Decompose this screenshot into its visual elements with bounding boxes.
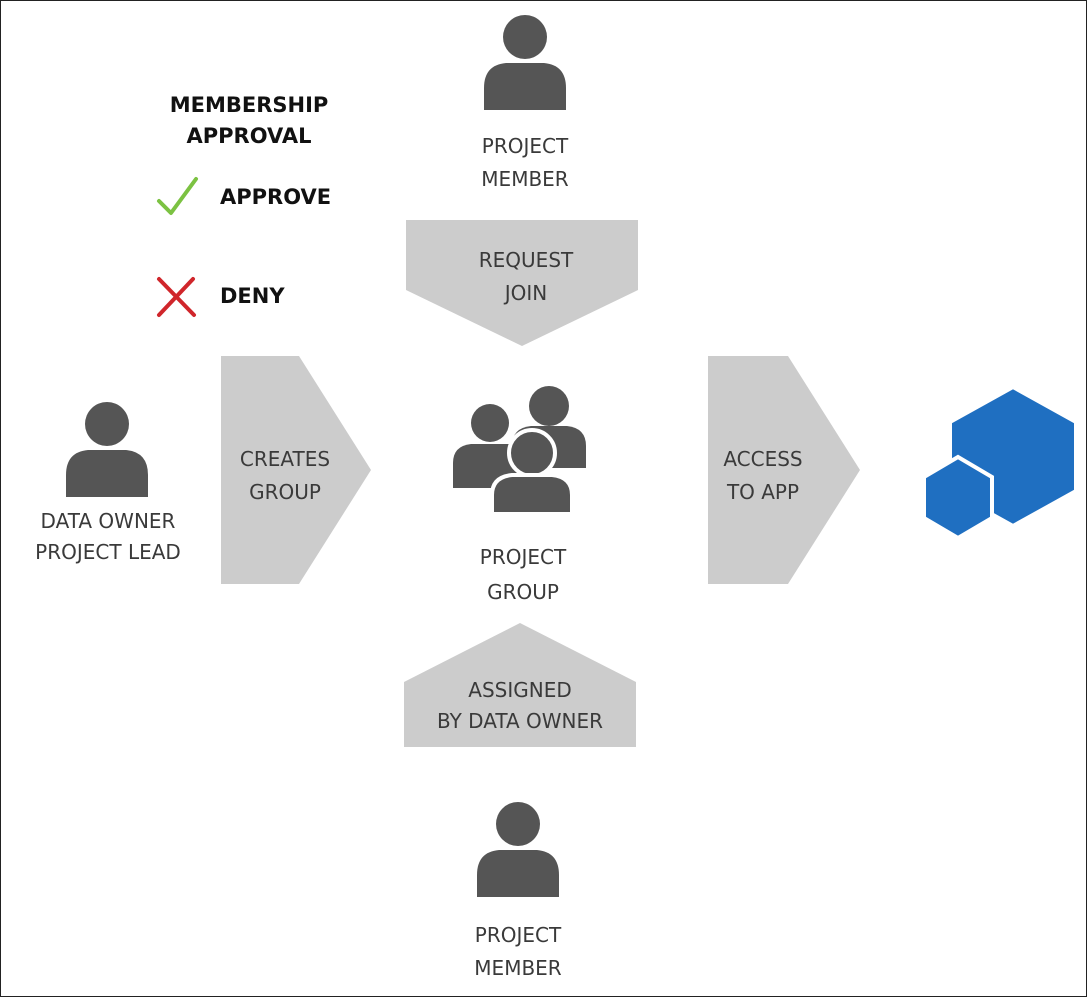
bottom-member-label-line1: PROJECT [475,923,562,947]
group-label-line2: GROUP [487,580,559,604]
top-member-label-line2: MEMBER [481,167,569,191]
top-project-member: PROJECT MEMBER [481,15,569,191]
approve-label: APPROVE [220,185,331,209]
top-member-label-line1: PROJECT [482,134,569,158]
creates-group-label-line1: CREATES [240,447,330,471]
request-join-label-line1: REQUEST [479,248,574,272]
check-icon [157,177,198,215]
assigned-by-data-owner-arrow: ASSIGNED BY DATA OWNER [404,623,636,747]
right-arrow-shape [221,356,371,584]
right-arrow-shape [708,356,860,584]
lead-label-line2: PROJECT LEAD [35,540,181,564]
cross-icon [157,277,196,317]
people-group-icon [453,386,586,516]
access-label-line1: ACCESS [723,447,802,471]
access-to-app-arrow: ACCESS TO APP [708,356,860,584]
up-arrow-shape [404,623,636,747]
person-icon [484,15,566,110]
person-icon [477,802,559,897]
creates-group-label-line2: GROUP [249,480,321,504]
request-join-label-line2: JOIN [503,281,548,305]
project-group: PROJECT GROUP [453,386,586,604]
bottom-member-label-line2: MEMBER [474,956,562,980]
deny-label: DENY [220,284,285,308]
legend-title-line1: MEMBERSHIP [170,93,329,117]
lead-label-line1: DATA OWNER [41,509,176,533]
group-label-line1: PROJECT [480,545,567,569]
request-join-arrow: REQUEST JOIN [406,220,638,346]
creates-group-arrow: CREATES GROUP [221,356,371,584]
bottom-project-member: PROJECT MEMBER [474,802,562,980]
assigned-label-line1: ASSIGNED [468,678,571,702]
app-hexagon-icon [922,384,1078,541]
access-label-line2: TO APP [726,480,799,504]
membership-approval-legend: MEMBERSHIP APPROVAL APPROVE DENY [157,93,331,317]
assigned-label-line2: BY DATA OWNER [437,709,603,733]
data-owner-project-lead: DATA OWNER PROJECT LEAD [35,402,181,564]
down-arrow-shape [406,220,638,346]
legend-title-line2: APPROVAL [187,124,312,148]
person-icon [66,402,148,497]
